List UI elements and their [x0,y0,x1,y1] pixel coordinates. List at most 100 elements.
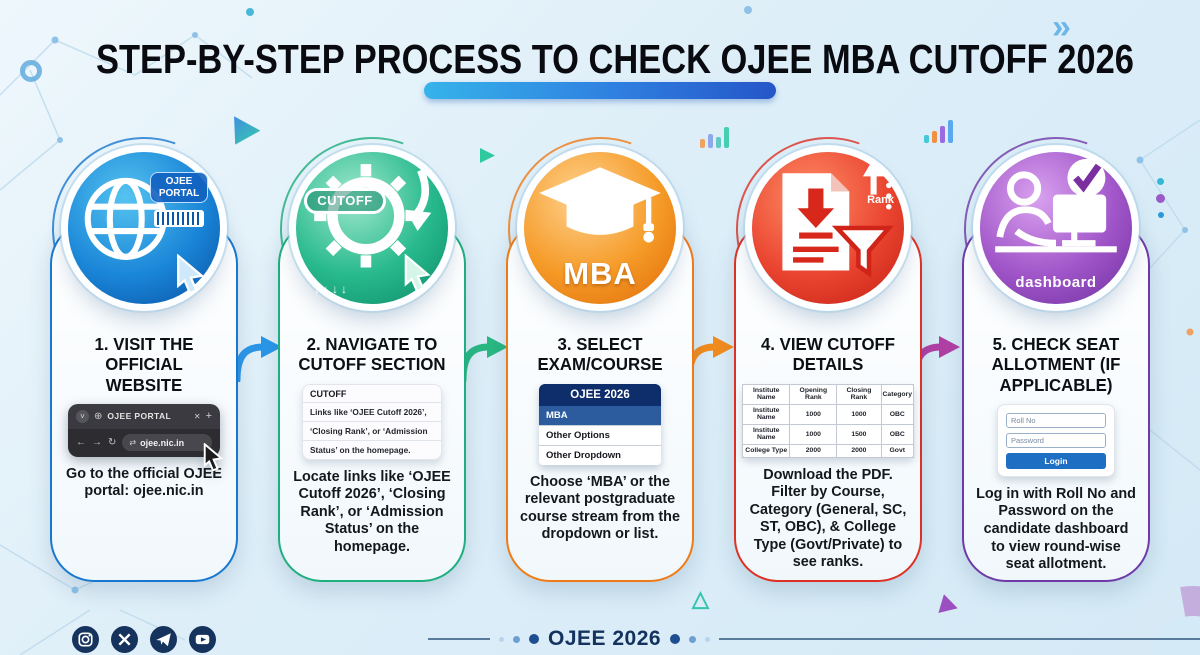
cutoff-pill-label: CUTOFF [304,188,386,214]
instagram-icon[interactable] [72,626,99,653]
step-3: MBA 3. SELECT EXAM/COURSE OJEE 2026 MBA … [477,106,723,582]
table-cell: OBC [880,403,915,425]
triangle-decoration [230,116,262,148]
url-field[interactable]: ⇄ ojee.nic.in [122,434,212,452]
browser-tab-title[interactable]: OJEE PORTAL [107,411,172,422]
graduation-cap-icon: MBA [524,152,676,304]
person-computer-check-icon [995,158,1117,253]
reload-icon[interactable]: ↻ [108,437,117,449]
course-dropdown-mockup: OJEE 2026 MBA Other Options Other Dropdo… [539,383,661,465]
footer-line [719,638,1200,640]
ring-decoration [20,60,42,82]
dropdown-option[interactable]: Other Options [539,424,661,445]
table-cell: College Type [741,443,791,458]
mini-bar-chart-decoration [924,120,953,143]
triangle-decoration [934,592,958,613]
roll-no-field[interactable] [1006,412,1106,428]
browser-address-bar: ← → ↻ ⇄ ojee.nic.in [68,428,220,457]
cutoff-table-mockup: Institute Name Opening Rank Closing Rank… [741,383,915,458]
password-field[interactable] [1006,432,1106,448]
dot-decoration [670,634,681,644]
down-arrows-icon: ↓↓↓↓ [314,282,350,296]
rank-label: Rank [867,194,894,206]
ojee-portal-badge: OJEE PORTAL [150,172,208,203]
dot-decoration [513,635,520,643]
step-2-card: 2. NAVIGATE TO CUTOFF SECTION CUTOFF Lin… [278,220,466,582]
step-1-title: 1. VISIT THE OFFICIAL WEBSITE [94,334,194,395]
dropdown-header: OJEE 2026 [539,383,661,406]
table-row: Institute Name 1000 1000 OBC [741,403,915,425]
login-form-mockup: Login [997,403,1115,477]
step-5-description: Log in with Roll No and Password on the … [976,485,1136,573]
step-2: CUTOFF ↓↓↓↓ 2. NAVIGATE TO CUTOFF SECTIO… [249,106,495,582]
back-icon[interactable]: ← [76,437,86,449]
social-icons [72,626,216,653]
dot-decoration [499,636,504,642]
table-cell: Institute Name [741,403,791,425]
mini-bar-chart-decoration [700,127,729,148]
dot-decoration [705,636,711,642]
new-tab-icon[interactable]: + [205,410,212,423]
table-cell: 1000 [836,403,882,425]
panel-link-line[interactable]: Status’ on the homepage. [303,439,441,459]
steps-row: OJEE PORTAL 1. VISIT THE OFFICIAL WEBSIT… [21,106,1179,582]
url-text: ojee.nic.in [140,437,185,448]
step-2-title: 2. NAVIGATE TO CUTOFF SECTION [298,334,446,375]
dashboard-label: dashboard [1015,274,1097,291]
dot-decoration [529,634,539,644]
table-cell: Govt [880,443,915,458]
step-4-card: 4. VIEW CUTOFF DETAILS Institute Name Op… [734,220,922,582]
footer-brand: OJEE 2026 [548,627,662,650]
step-4-description: Download the PDF. Filter by Course, Cate… [749,466,907,571]
triangle-outline-decoration: △ [692,586,709,611]
table-cell: OBC [880,423,915,445]
dropdown-selected-option[interactable]: MBA [539,405,661,425]
login-button[interactable]: Login [1006,452,1106,469]
table-row: Institute Name 1000 1500 OBC [741,423,915,445]
globe-portal-cursor-icon: OJEE PORTAL [68,152,220,304]
table-cell: 1500 [836,423,882,445]
table-cell: 1000 [789,403,838,425]
gear-cutoff-cursor-icon: CUTOFF ↓↓↓↓ [296,152,448,304]
telegram-icon[interactable] [150,626,177,653]
x-icon[interactable] [111,626,138,653]
mba-label: MBA [563,256,637,291]
shield-icon: ⇄ [129,438,137,448]
table-header: Category [880,383,915,405]
forward-icon[interactable]: → [92,437,102,449]
pdf-download-filter-rank-icon: Rank [752,152,904,304]
page-title: STEP-BY-STEP PROCESS TO CHECK OJEE MBA C… [96,36,1134,82]
cursor-icon [203,442,224,471]
graduation-cap-icon [539,167,661,243]
youtube-icon[interactable] [189,626,216,653]
title-underline-bar [424,82,776,99]
step-5: dashboard 5. CHECK SEAT ALLOTMENT (IF AP… [933,106,1179,582]
step-4-title: 4. VIEW CUTOFF DETAILS [760,334,896,375]
step-1: OJEE PORTAL 1. VISIT THE OFFICIAL WEBSIT… [21,106,267,582]
step-4: Rank 4. VIEW CUTOFF DETAILS Institute Na… [705,106,951,582]
step-5-title: 5. CHECK SEAT ALLOTMENT (IF APPLICABLE) [991,334,1121,395]
table-header: Opening Rank [789,383,838,405]
step-2-description: Locate links like ‘OJEE Cutoff 2026’, ‘C… [293,468,451,555]
cursor-icon [404,254,431,292]
cutoff-links-panel: CUTOFF Links like ‘OJEE Cutoff 2026’, ‘C… [302,383,442,460]
cursor-icon [177,254,205,294]
chevron-down-icon[interactable]: ˅ [76,409,89,423]
dropdown-option[interactable]: Other Dropdown [539,444,661,465]
table-cell: Institute Name [741,423,791,445]
table-cell: 1000 [789,423,838,445]
browser-tab-bar: ˅ ⊕ OJEE PORTAL ✕ + [68,403,220,429]
panel-heading: CUTOFF [310,388,347,399]
step-3-title: 3. SELECT EXAM/COURSE [537,334,663,375]
panel-link-line[interactable]: ‘Closing Rank’, or ‘Admission [303,420,441,440]
panel-link-line[interactable]: Links like ‘OJEE Cutoff 2026’, [303,401,441,421]
document-download-icon [782,158,894,279]
table-cell: 2000 [789,443,838,458]
site-globe-icon: ⊕ [94,410,103,422]
flow-arrow-1-2 [233,336,282,382]
close-tab-icon[interactable]: ✕ [193,411,201,421]
table-header: Closing Rank [836,383,882,405]
dot-decoration [689,635,697,643]
table-cell: 2000 [836,443,882,458]
